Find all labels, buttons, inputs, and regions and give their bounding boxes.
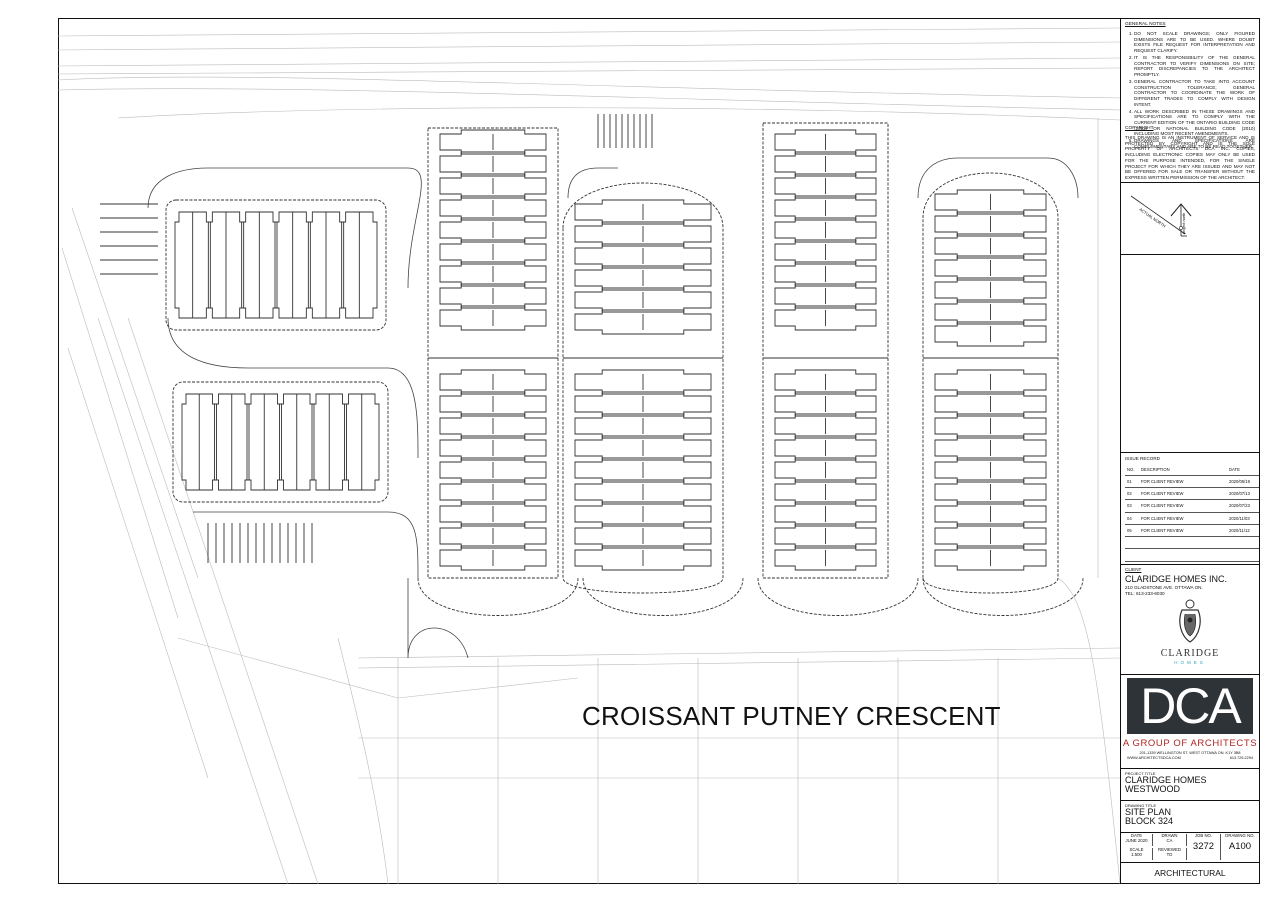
copyright-heading: COPYRIGHT — [1125, 126, 1154, 131]
north-arrow-icon: ACTUAL NORTH project north — [1130, 195, 1192, 237]
issue-date: 2020/07/13 — [1227, 487, 1259, 501]
drawn-value: CA — [1166, 837, 1173, 843]
note-item: DO NOT SCALE DRAWINGS; ONLY FIGURED DIME… — [1134, 31, 1255, 54]
divider — [1121, 564, 1259, 565]
reviewed-value: TD — [1166, 851, 1173, 857]
divider — [1121, 800, 1259, 801]
discipline: ARCHITECTURAL — [1154, 868, 1226, 878]
client-section: CLIENT CLARIDGE HOMES INC. 210 GLADSTONE… — [1121, 565, 1259, 598]
issue-col-no: NO. — [1125, 463, 1139, 476]
drawn-cell: DRAWN CA — [1153, 833, 1187, 846]
general-notes: GENERAL NOTES DO NOT SCALE DRAWINGS; ONL… — [1121, 20, 1259, 153]
issue-date: 2020/07/23 — [1227, 499, 1259, 513]
street-label: CROISSANT PUTNEY CRESCENT — [582, 701, 1001, 731]
divider — [1121, 254, 1259, 255]
scale-cell: SCALE 1:500 — [1121, 847, 1153, 860]
date-label: DATE — [1130, 833, 1143, 838]
job-label: JOB NO. — [1194, 833, 1213, 838]
issue-description: FOR CLIENT REVIEW — [1139, 511, 1227, 525]
note-item: GENERAL CONTRACTOR TO TAKE INTO ACCOUNT … — [1134, 79, 1255, 108]
issue-no: 02 — [1125, 487, 1139, 501]
drawing-no-cell: DRAWING NO. A100 — [1221, 833, 1259, 860]
general-notes-heading: GENERAL NOTES — [1125, 22, 1166, 27]
reviewed-label: REVIEWED — [1158, 847, 1181, 852]
architect-address: 201-1339 WELLINGTON ST. WEST OTTAWA ON. … — [1127, 751, 1253, 761]
note-item: IT IS THE RESPONSIBILITY OF THE GENERAL … — [1134, 55, 1255, 78]
issue-col-description: DESCRIPTION — [1139, 463, 1227, 476]
issue-col-date: DATE — [1227, 463, 1259, 476]
drawing-no-label: DRAWING NO. — [1225, 833, 1255, 838]
architect-web: WWW.ARCHITECTSDCA.COM — [1127, 755, 1181, 760]
table-row — [1125, 548, 1259, 562]
door-knocker-logo-icon — [1179, 599, 1201, 643]
drawing-title-line2: BLOCK 324 — [1125, 816, 1174, 827]
divider — [1121, 768, 1259, 769]
title-block: GENERAL NOTES DO NOT SCALE DRAWINGS; ONL… — [1120, 18, 1260, 884]
note-item: DRAWINGS AND SPECIFICATIONS ARE COMPLEME… — [1134, 138, 1255, 149]
issue-record: ISSUE RECORD NO. DESCRIPTION DATE 01 FOR… — [1121, 454, 1259, 564]
issue-date: 2020/11/03 — [1227, 511, 1259, 525]
drawing-title: DRAWING TITLE SITE PLAN BLOCK 324 — [1121, 801, 1259, 829]
scale-label: SCALE — [1129, 847, 1144, 852]
client-address: 210 GLADSTONE AVE. OTTAWA ON. — [1125, 584, 1203, 590]
divider — [1121, 832, 1259, 833]
architect-phone: 613.725.2294 — [1229, 755, 1253, 760]
table-row: 03 FOR CLIENT REVIEW 2020/07/23 — [1125, 499, 1259, 513]
copyright-text: THIS DRAWING IS AN INSTRUMENT OF SERVICE… — [1125, 134, 1255, 181]
issue-description: FOR CLIENT REVIEW — [1139, 487, 1227, 501]
table-row: 04 FOR CLIENT REVIEW 2020/11/03 — [1125, 511, 1259, 525]
issue-date: 2020/11/12 — [1227, 523, 1259, 538]
project-title-line2: WESTWOOD — [1125, 784, 1180, 795]
issue-description: FOR CLIENT REVIEW — [1139, 523, 1227, 538]
site-plan-svg — [58, 27, 1120, 884]
divider — [1121, 862, 1259, 863]
project-title: PROJECT TITLE CLARIDGE HOMES WESTWOOD — [1121, 769, 1259, 797]
issue-no: 01 — [1125, 474, 1139, 489]
client-logo: CLARIDGE HOMES — [1121, 594, 1259, 674]
date-value: JUNE 2020 — [1125, 837, 1148, 843]
drawing-no-value: A100 — [1228, 840, 1252, 852]
issue-description: FOR CLIENT REVIEW — [1139, 499, 1227, 513]
issue-date: 2020/06/19 — [1227, 474, 1259, 489]
site-plan-drawing: CROISSANT PUTNEY CRESCENT — [58, 18, 1120, 884]
drawing-sheet-border — [58, 18, 1260, 884]
project-title-line1: CLARIDGE HOMES — [1125, 775, 1207, 785]
project-title-label: PROJECT TITLE — [1125, 771, 1156, 776]
issue-record-table: NO. DESCRIPTION DATE 01 FOR CLIENT REVIE… — [1125, 463, 1259, 562]
copyright-section: COPYRIGHT THIS DRAWING IS AN INSTRUMENT … — [1121, 124, 1259, 183]
architect-tagline: A GROUP OF ARCHITECTS — [1122, 738, 1258, 749]
table-row: 01 FOR CLIENT REVIEW 2020/06/19 — [1125, 474, 1259, 489]
issue-no: 03 — [1125, 499, 1139, 513]
issue-record-heading: ISSUE RECORD — [1125, 456, 1160, 461]
table-row: 02 FOR CLIENT REVIEW 2020/07/13 — [1125, 487, 1259, 501]
divider — [1121, 452, 1259, 453]
client-name: CLARIDGE HOMES INC. — [1125, 573, 1228, 584]
reviewed-cell: REVIEWED TD — [1153, 847, 1187, 860]
scale-value: 1:500 — [1131, 851, 1142, 857]
project-north-label: project north — [1182, 213, 1186, 234]
client-heading: CLIENT — [1125, 567, 1142, 572]
divider — [1121, 674, 1259, 675]
note-item: ALL WORK DESCRIBED IN THESE DRAWINGS AND… — [1134, 109, 1255, 138]
issue-no: 05 — [1125, 523, 1139, 538]
drawing-title-line1: SITE PLAN — [1125, 807, 1172, 817]
dca-logo: DCA — [1127, 678, 1253, 734]
table-row: 05 FOR CLIENT REVIEW 2020/11/12 — [1125, 523, 1259, 538]
client-logo-text: CLARIDGE — [1160, 647, 1220, 659]
drawn-label: DRAWN — [1161, 833, 1178, 838]
client-tel: TEL: 613-233-6030 — [1125, 590, 1165, 596]
divider — [1121, 182, 1259, 183]
issue-description: FOR CLIENT REVIEW — [1139, 474, 1227, 489]
date-cell: DATE JUNE 2020 — [1121, 833, 1153, 846]
drawing-title-label: DRAWING TITLE — [1125, 803, 1157, 808]
north-arrow: ACTUAL NORTH project north — [1121, 184, 1259, 254]
client-logo-sub: HOMES — [1174, 660, 1206, 666]
job-value: 3272 — [1192, 840, 1215, 852]
table-row — [1125, 536, 1259, 550]
architect-street: 201-1339 WELLINGTON ST. WEST OTTAWA ON. … — [1139, 751, 1241, 755]
issue-no: 04 — [1125, 511, 1139, 525]
job-cell: JOB NO. 3272 — [1187, 833, 1221, 860]
drawing-info-grid: DATE JUNE 2020 DRAWN CA SCALE 1:500 REVI… — [1121, 832, 1259, 860]
